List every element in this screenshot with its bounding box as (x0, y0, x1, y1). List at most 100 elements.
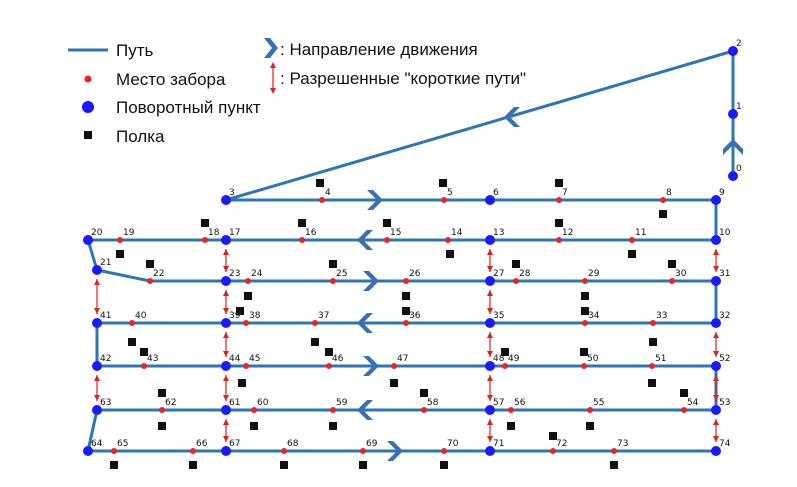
node-label: 4 (325, 188, 331, 198)
pick-point (129, 320, 135, 326)
pick-point (330, 407, 336, 413)
node-label: 51 (655, 354, 666, 364)
pick-point (441, 197, 447, 203)
node-label: 2 (736, 39, 742, 49)
direction-chevron-icon (504, 107, 520, 127)
turn-point (83, 235, 93, 245)
legend-pick-icon (84, 75, 92, 83)
node-label: 13 (493, 228, 504, 238)
node-label: 48 (493, 354, 505, 364)
shelf-square-icon (158, 389, 166, 397)
node-label: 61 (229, 398, 240, 408)
node-label: 74 (719, 439, 731, 449)
pick-point (502, 363, 508, 369)
shelf-square-icon (140, 348, 148, 356)
node-label: 52 (719, 354, 730, 364)
shelf-square-icon (325, 348, 333, 356)
node-label: 37 (318, 311, 329, 321)
node-label: 18 (208, 228, 220, 238)
pick-point (587, 407, 593, 413)
turn-point (92, 361, 102, 371)
pick-point (360, 448, 366, 454)
node-label: 46 (332, 354, 344, 364)
pick-point (403, 278, 409, 284)
turn-point (92, 405, 102, 415)
pick-point (650, 320, 656, 326)
pick-point (581, 363, 587, 369)
shelf-square-icon (189, 461, 197, 469)
pick-point (326, 363, 332, 369)
turn-point (92, 265, 102, 275)
pick-point (582, 320, 588, 326)
legend-turn-label: Поворотный пункт (116, 98, 261, 117)
turn-point (83, 446, 93, 456)
node-label: 38 (249, 311, 261, 321)
direction-chevron-icon (387, 441, 403, 461)
turn-point (221, 276, 231, 286)
shelf-square-icon (250, 422, 258, 430)
shelf-square-icon (555, 179, 563, 187)
node-label: 22 (153, 269, 164, 279)
node-label: 16 (305, 228, 317, 238)
pick-point (629, 237, 635, 243)
shelf-square-icon (298, 219, 306, 227)
shelf-square-icon (390, 379, 398, 387)
turn-point (485, 405, 495, 415)
shelf-square-icon (201, 219, 209, 227)
legend-chevron-icon (264, 38, 278, 58)
node-label: 56 (514, 398, 526, 408)
shelf-square-icon (628, 250, 636, 258)
node-label: 54 (687, 398, 699, 408)
shelf-square-icon (359, 461, 367, 469)
turn-point (485, 276, 495, 286)
shelf-square-icon (238, 379, 246, 387)
turn-point (711, 405, 721, 415)
node-label: 70 (447, 439, 459, 449)
pick-point (550, 448, 556, 454)
legend-pick-label: Место забора (116, 70, 226, 89)
node-label: 21 (100, 258, 111, 268)
shortcut-double-arrow-icon (223, 375, 229, 401)
pick-point (251, 407, 257, 413)
direction-chevron-icon (357, 313, 373, 333)
node-label: 7 (562, 188, 568, 198)
pick-point (299, 237, 305, 243)
shelf-square-icon (507, 422, 515, 430)
shelf-square-icon (244, 292, 252, 300)
shortcut-double-arrow-icon (713, 419, 719, 442)
shortcut-double-arrow-icon (487, 290, 493, 314)
shelf-square-icon (402, 307, 410, 315)
shelves (110, 179, 688, 469)
shelf-square-icon (501, 348, 509, 356)
node-label: 42 (100, 354, 111, 364)
shelf-square-icon (581, 307, 589, 315)
node-label: 53 (719, 398, 730, 408)
turn-point (221, 195, 231, 205)
turn-point (221, 235, 231, 245)
pick-point (421, 407, 427, 413)
turn-point (728, 109, 738, 119)
pick-point (441, 448, 447, 454)
pick-point (147, 278, 153, 284)
node-label: 73 (617, 439, 628, 449)
shelf-square-icon (648, 379, 656, 387)
shortcut-double-arrow-icon (487, 375, 493, 401)
legend-path-label: Путь (116, 41, 154, 60)
node-label: 3 (229, 188, 235, 198)
pick-point (190, 448, 196, 454)
shortcut-double-arrow-icon (94, 279, 100, 314)
shortcut-double-arrow-icon (713, 332, 719, 357)
node-label: 63 (100, 398, 111, 408)
shelf-square-icon (128, 338, 136, 346)
direction-chevron-icon (723, 139, 743, 155)
node-label: 44 (229, 354, 241, 364)
shelf-square-icon (649, 338, 657, 346)
node-label: 19 (123, 228, 135, 238)
pick-point (556, 237, 562, 243)
node-label: 50 (587, 354, 599, 364)
shelf-square-icon (440, 461, 448, 469)
shortcut-double-arrow-icon (223, 290, 229, 314)
node-label: 24 (251, 269, 263, 279)
shelf-square-icon (659, 210, 667, 218)
node-label: 25 (336, 269, 347, 279)
